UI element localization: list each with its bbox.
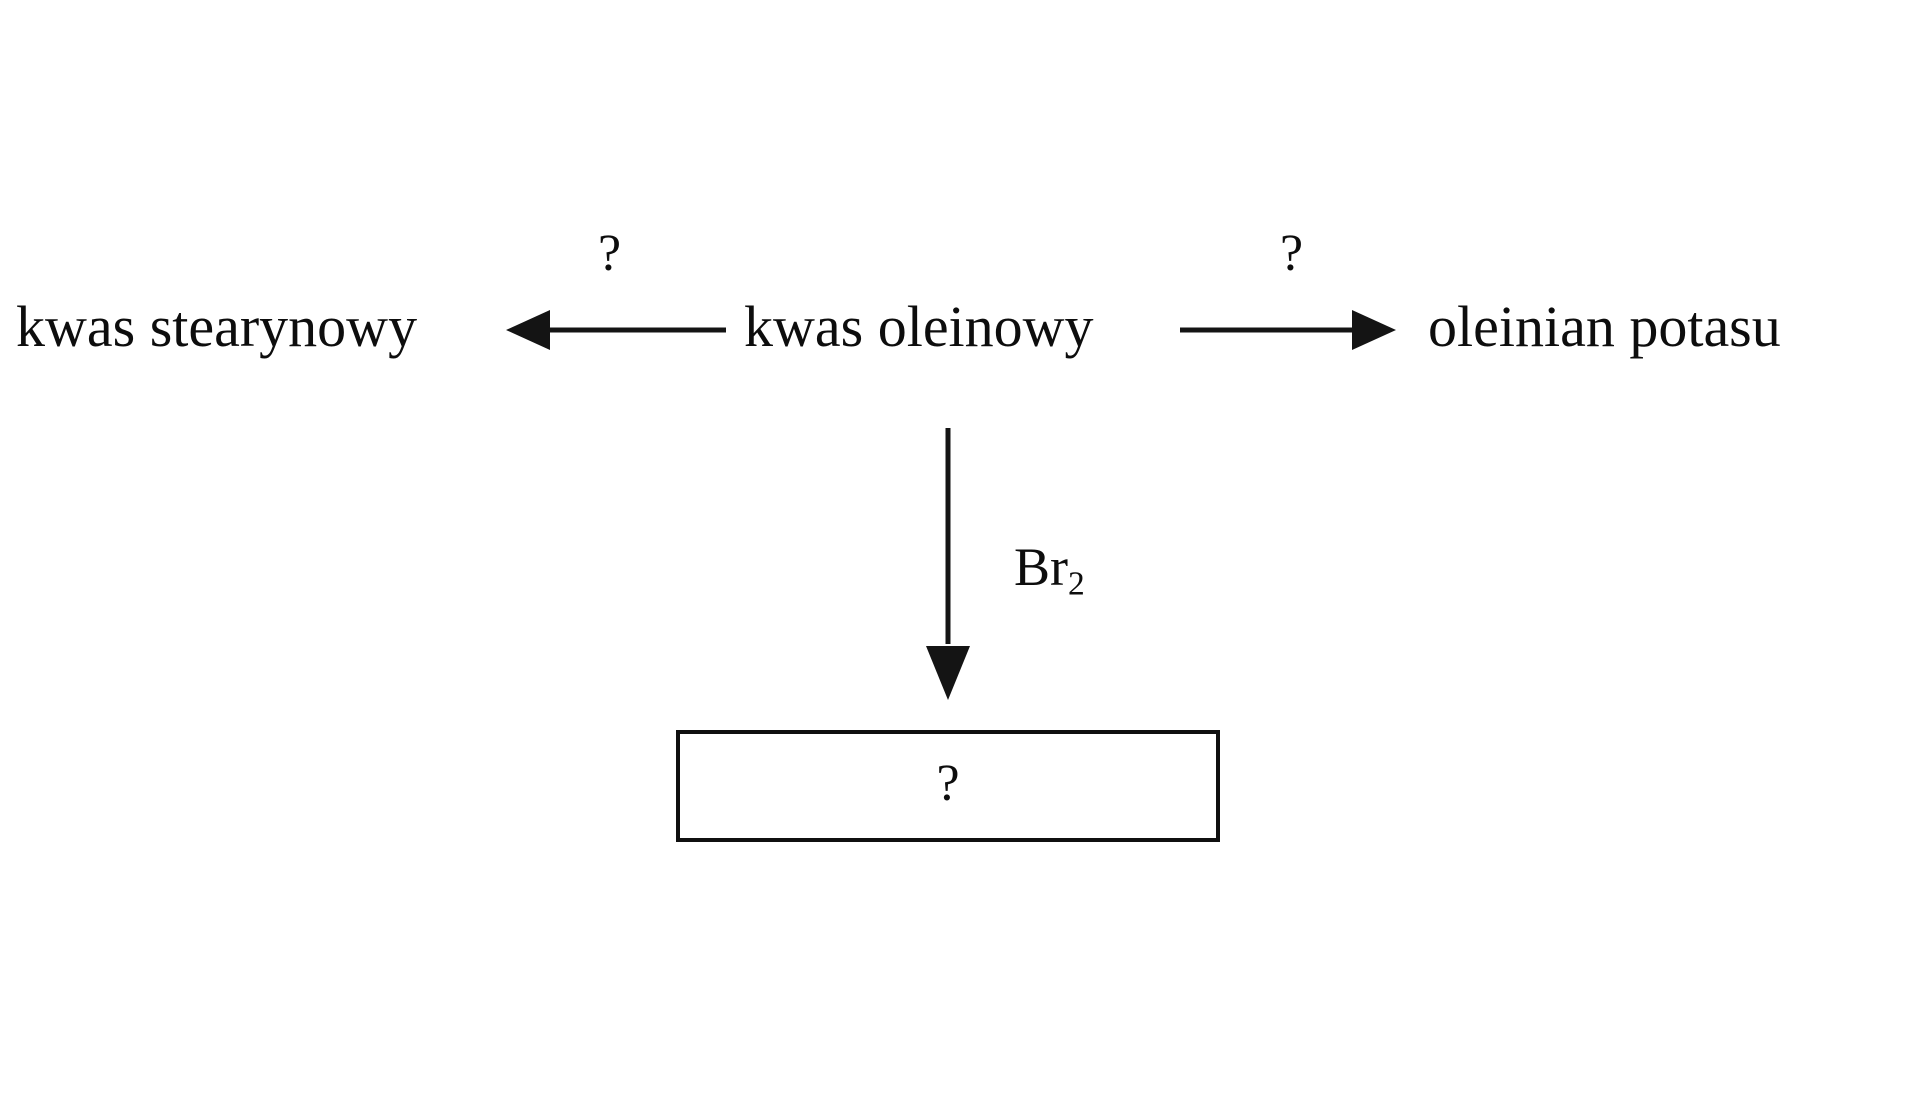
reagent-subscript: 2 xyxy=(1068,565,1085,603)
node-label-right-product: oleinian potasu xyxy=(1428,294,1781,359)
right-arrow-reagent-label: ? xyxy=(1280,225,1304,282)
bottom-product-label: ? xyxy=(936,755,960,812)
arrow-right-icon xyxy=(1180,310,1396,350)
left-arrow-reagent-label: ? xyxy=(598,225,622,282)
arrow-down-icon xyxy=(926,428,970,700)
node-label-center-reactant: kwas oleinowy xyxy=(744,294,1094,359)
down-arrow-reagent-label: Br2 xyxy=(1014,540,1085,601)
arrow-left-icon xyxy=(506,310,726,350)
node-label-left-product: kwas stearynowy xyxy=(16,294,418,359)
reagent-element-symbol: Br xyxy=(1014,537,1068,597)
bottom-product-answer-box[interactable]: ? xyxy=(676,730,1220,842)
